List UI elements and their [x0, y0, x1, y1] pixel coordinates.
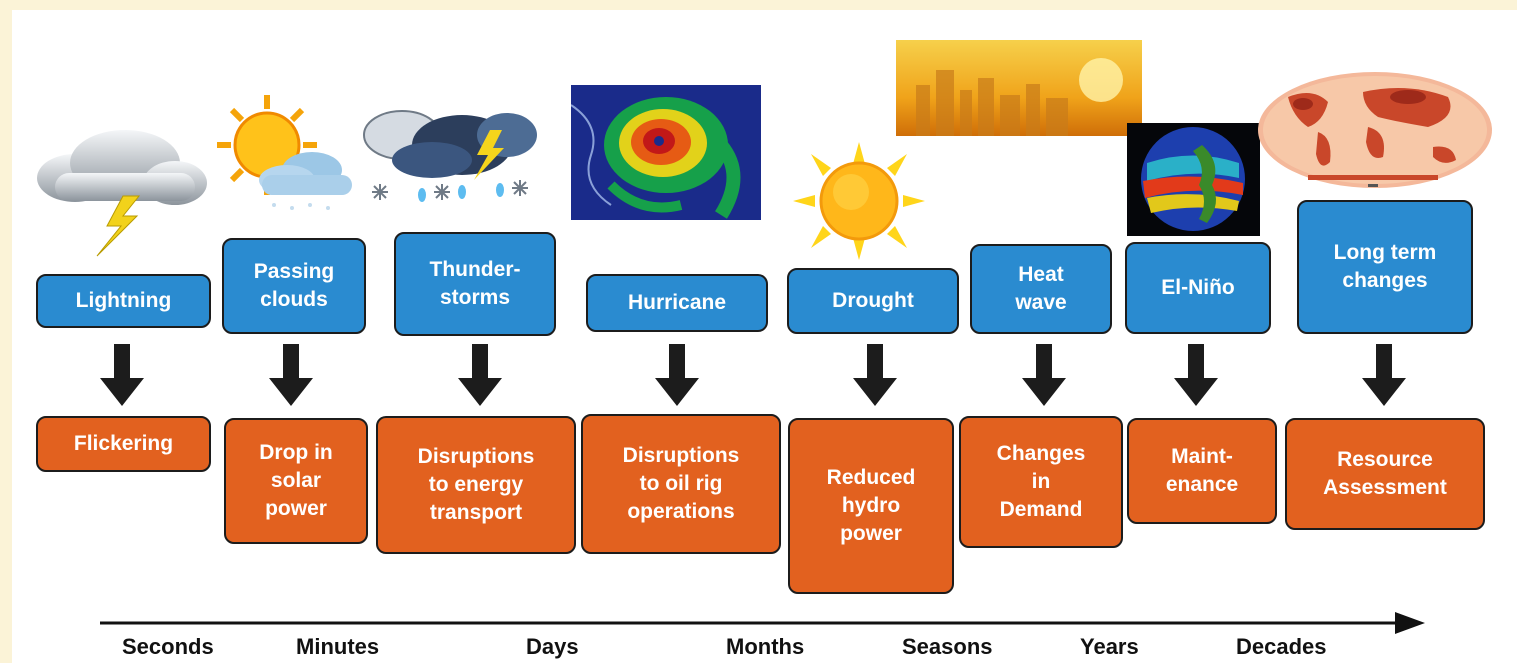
- event-thunderstorms: Thunder- storms: [394, 232, 556, 336]
- down-arrow-icon: [853, 344, 897, 406]
- thunderstorm-cloud-icon: [363, 110, 537, 202]
- impact-maintenance: Maint- enance: [1127, 418, 1277, 524]
- timescale-label: Seasons: [902, 634, 993, 659]
- impact-flickering: Flickering: [36, 416, 211, 472]
- impact-changes-in-demand: Changes in Demand: [959, 416, 1123, 548]
- timescale-label: Days: [526, 634, 579, 659]
- el-nino-globe-image: [1127, 123, 1260, 236]
- down-arrow-icon: [458, 344, 502, 406]
- impact-resource-assessment: Resource Assessment: [1285, 418, 1485, 530]
- world-temperature-map-image: [1258, 72, 1492, 188]
- timescale-label: Decades: [1236, 634, 1327, 659]
- event-hurricane: Hurricane: [586, 274, 768, 332]
- event-passing-clouds: Passing clouds: [222, 238, 366, 334]
- timescale-label: Seconds: [122, 634, 214, 659]
- timescale-label: Years: [1080, 634, 1139, 659]
- timescale-label: Months: [726, 634, 805, 659]
- down-arrow-icon: [269, 344, 313, 406]
- time-axis-arrow: [100, 612, 1425, 634]
- hurricane-satellite-image: [571, 85, 761, 220]
- timescale-label: Minutes: [296, 634, 380, 659]
- down-arrow-icon: [1362, 344, 1406, 406]
- impact-drop-in-solar-power: Drop in solar power: [224, 418, 368, 544]
- lightning-cloud-icon: [37, 130, 207, 257]
- event-long-term-changes: Long term changes: [1297, 200, 1473, 334]
- sun-icon: [793, 142, 925, 260]
- sun-and-cloud-icon: [217, 95, 352, 210]
- impact-disruptions-energy-transport: Disruptions to energy transport: [376, 416, 576, 554]
- event-drought: Drought: [787, 268, 959, 334]
- event-lightning: Lightning: [36, 274, 211, 328]
- down-arrow-icon: [1174, 344, 1218, 406]
- down-arrow-icon: [655, 344, 699, 406]
- event-el-nino: El-Niño: [1125, 242, 1271, 334]
- down-arrow-icon: [100, 344, 144, 406]
- impact-disruptions-oil-rig: Disruptions to oil rig operations: [581, 414, 781, 554]
- down-arrow-icon: [1022, 344, 1066, 406]
- impact-reduced-hydro-power: Reduced hydro power: [788, 418, 954, 594]
- heat-haze-city-image: [896, 40, 1142, 136]
- event-heat-wave: Heat wave: [970, 244, 1112, 334]
